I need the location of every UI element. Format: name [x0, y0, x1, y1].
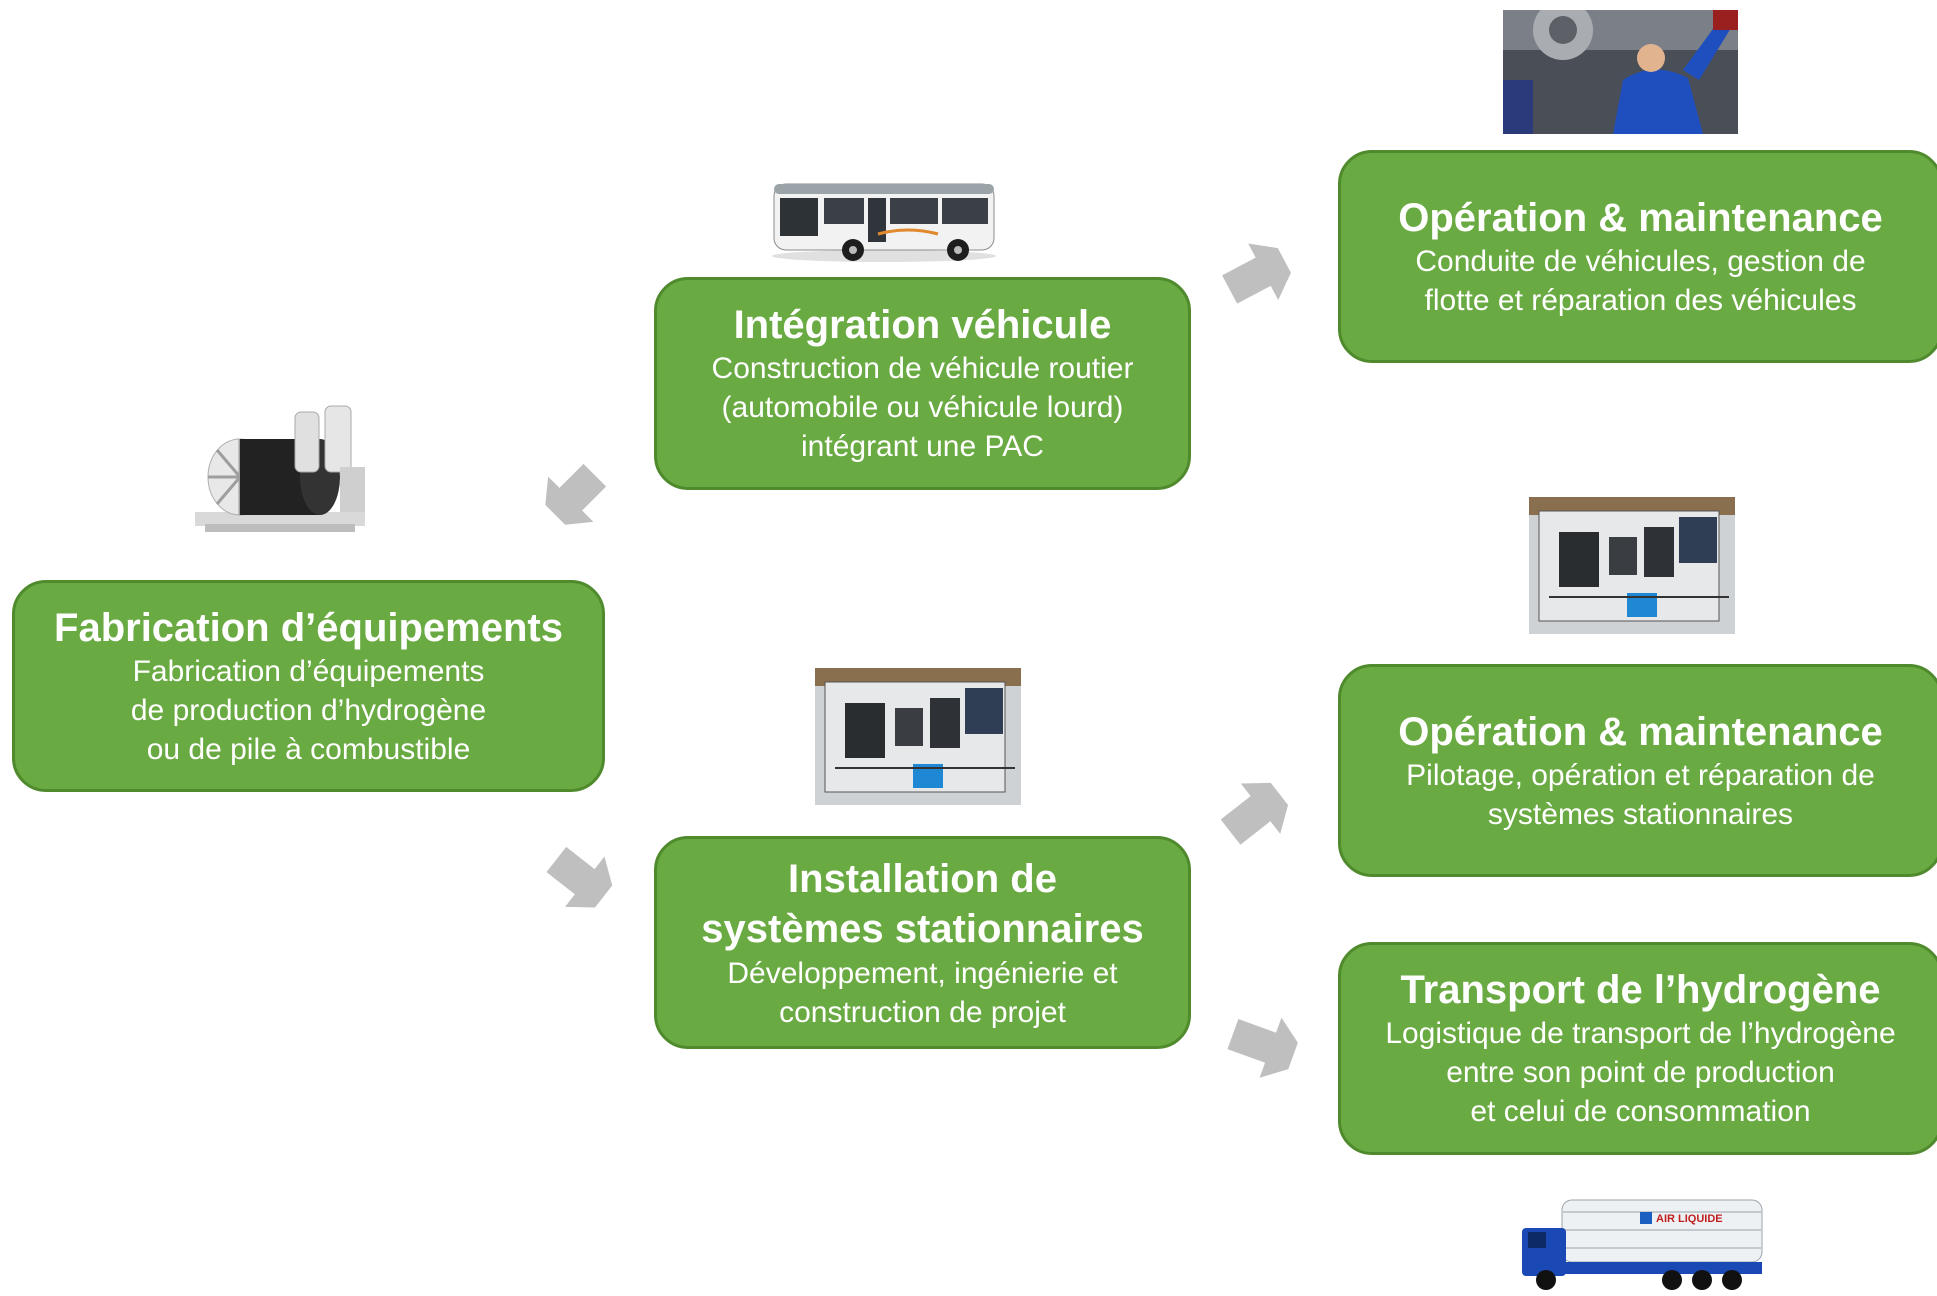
- box-description: Fabrication d’équipements de production …: [130, 654, 487, 766]
- box-integration-vehicule: Intégration véhicule Construction de véh…: [654, 277, 1191, 490]
- box-title: Transport de l’hydrogène: [1400, 968, 1881, 1012]
- hydrogen-truck-image: AIR LIQUIDE: [1522, 1192, 1764, 1296]
- stationary-system-image: [1529, 497, 1735, 634]
- box-title: Intégration véhicule: [733, 303, 1112, 347]
- arrow-to-transport-icon: [1227, 1017, 1298, 1078]
- arrow-up-right-icon: [545, 463, 607, 525]
- box-title: Opération & maintenance: [1398, 709, 1883, 754]
- box-operation-maintenance-stationnaire: Opération & maintenance Pilotage, opérat…: [1338, 664, 1937, 877]
- box-description: Développement, ingénierie et constructio…: [727, 956, 1118, 1029]
- box-description: Construction de véhicule routier (automo…: [711, 352, 1134, 463]
- arrow-down-right-icon: [546, 846, 613, 908]
- box-description: Pilotage, opération et réparation de sys…: [1406, 758, 1875, 831]
- box-title: Fabrication d’équipements: [54, 605, 563, 650]
- box-description: Conduite de véhicules, gestion de flotte…: [1415, 244, 1866, 317]
- mechanic-repair-image: [1503, 10, 1738, 134]
- box-description: Logistique de transport de l’hydrogène e…: [1385, 1017, 1896, 1128]
- stationary-installation-image: [815, 668, 1021, 805]
- arrow-to-om-vehicles-icon: [1222, 243, 1291, 304]
- box-operation-maintenance-vehicules: Opération & maintenance Conduite de véhi…: [1338, 150, 1937, 363]
- box-fabrication: Fabrication d’équipements Fabrication d’…: [12, 580, 605, 792]
- truck-logo-text: AIR LIQUIDE: [1656, 1213, 1723, 1225]
- box-title: Opération & maintenance: [1398, 195, 1883, 240]
- box-transport-hydrogene: Transport de l’hydrogène Logistique de t…: [1338, 942, 1937, 1155]
- electrolyzer-equipment-image: [180, 392, 380, 540]
- box-title: Installation de systèmes stationnaires: [701, 856, 1144, 951]
- box-installation-stationnaire: Installation de systèmes stationnaires D…: [654, 836, 1191, 1049]
- arrow-to-om-stationary-icon: [1220, 782, 1289, 845]
- hydrogen-bus-image: [768, 176, 1000, 264]
